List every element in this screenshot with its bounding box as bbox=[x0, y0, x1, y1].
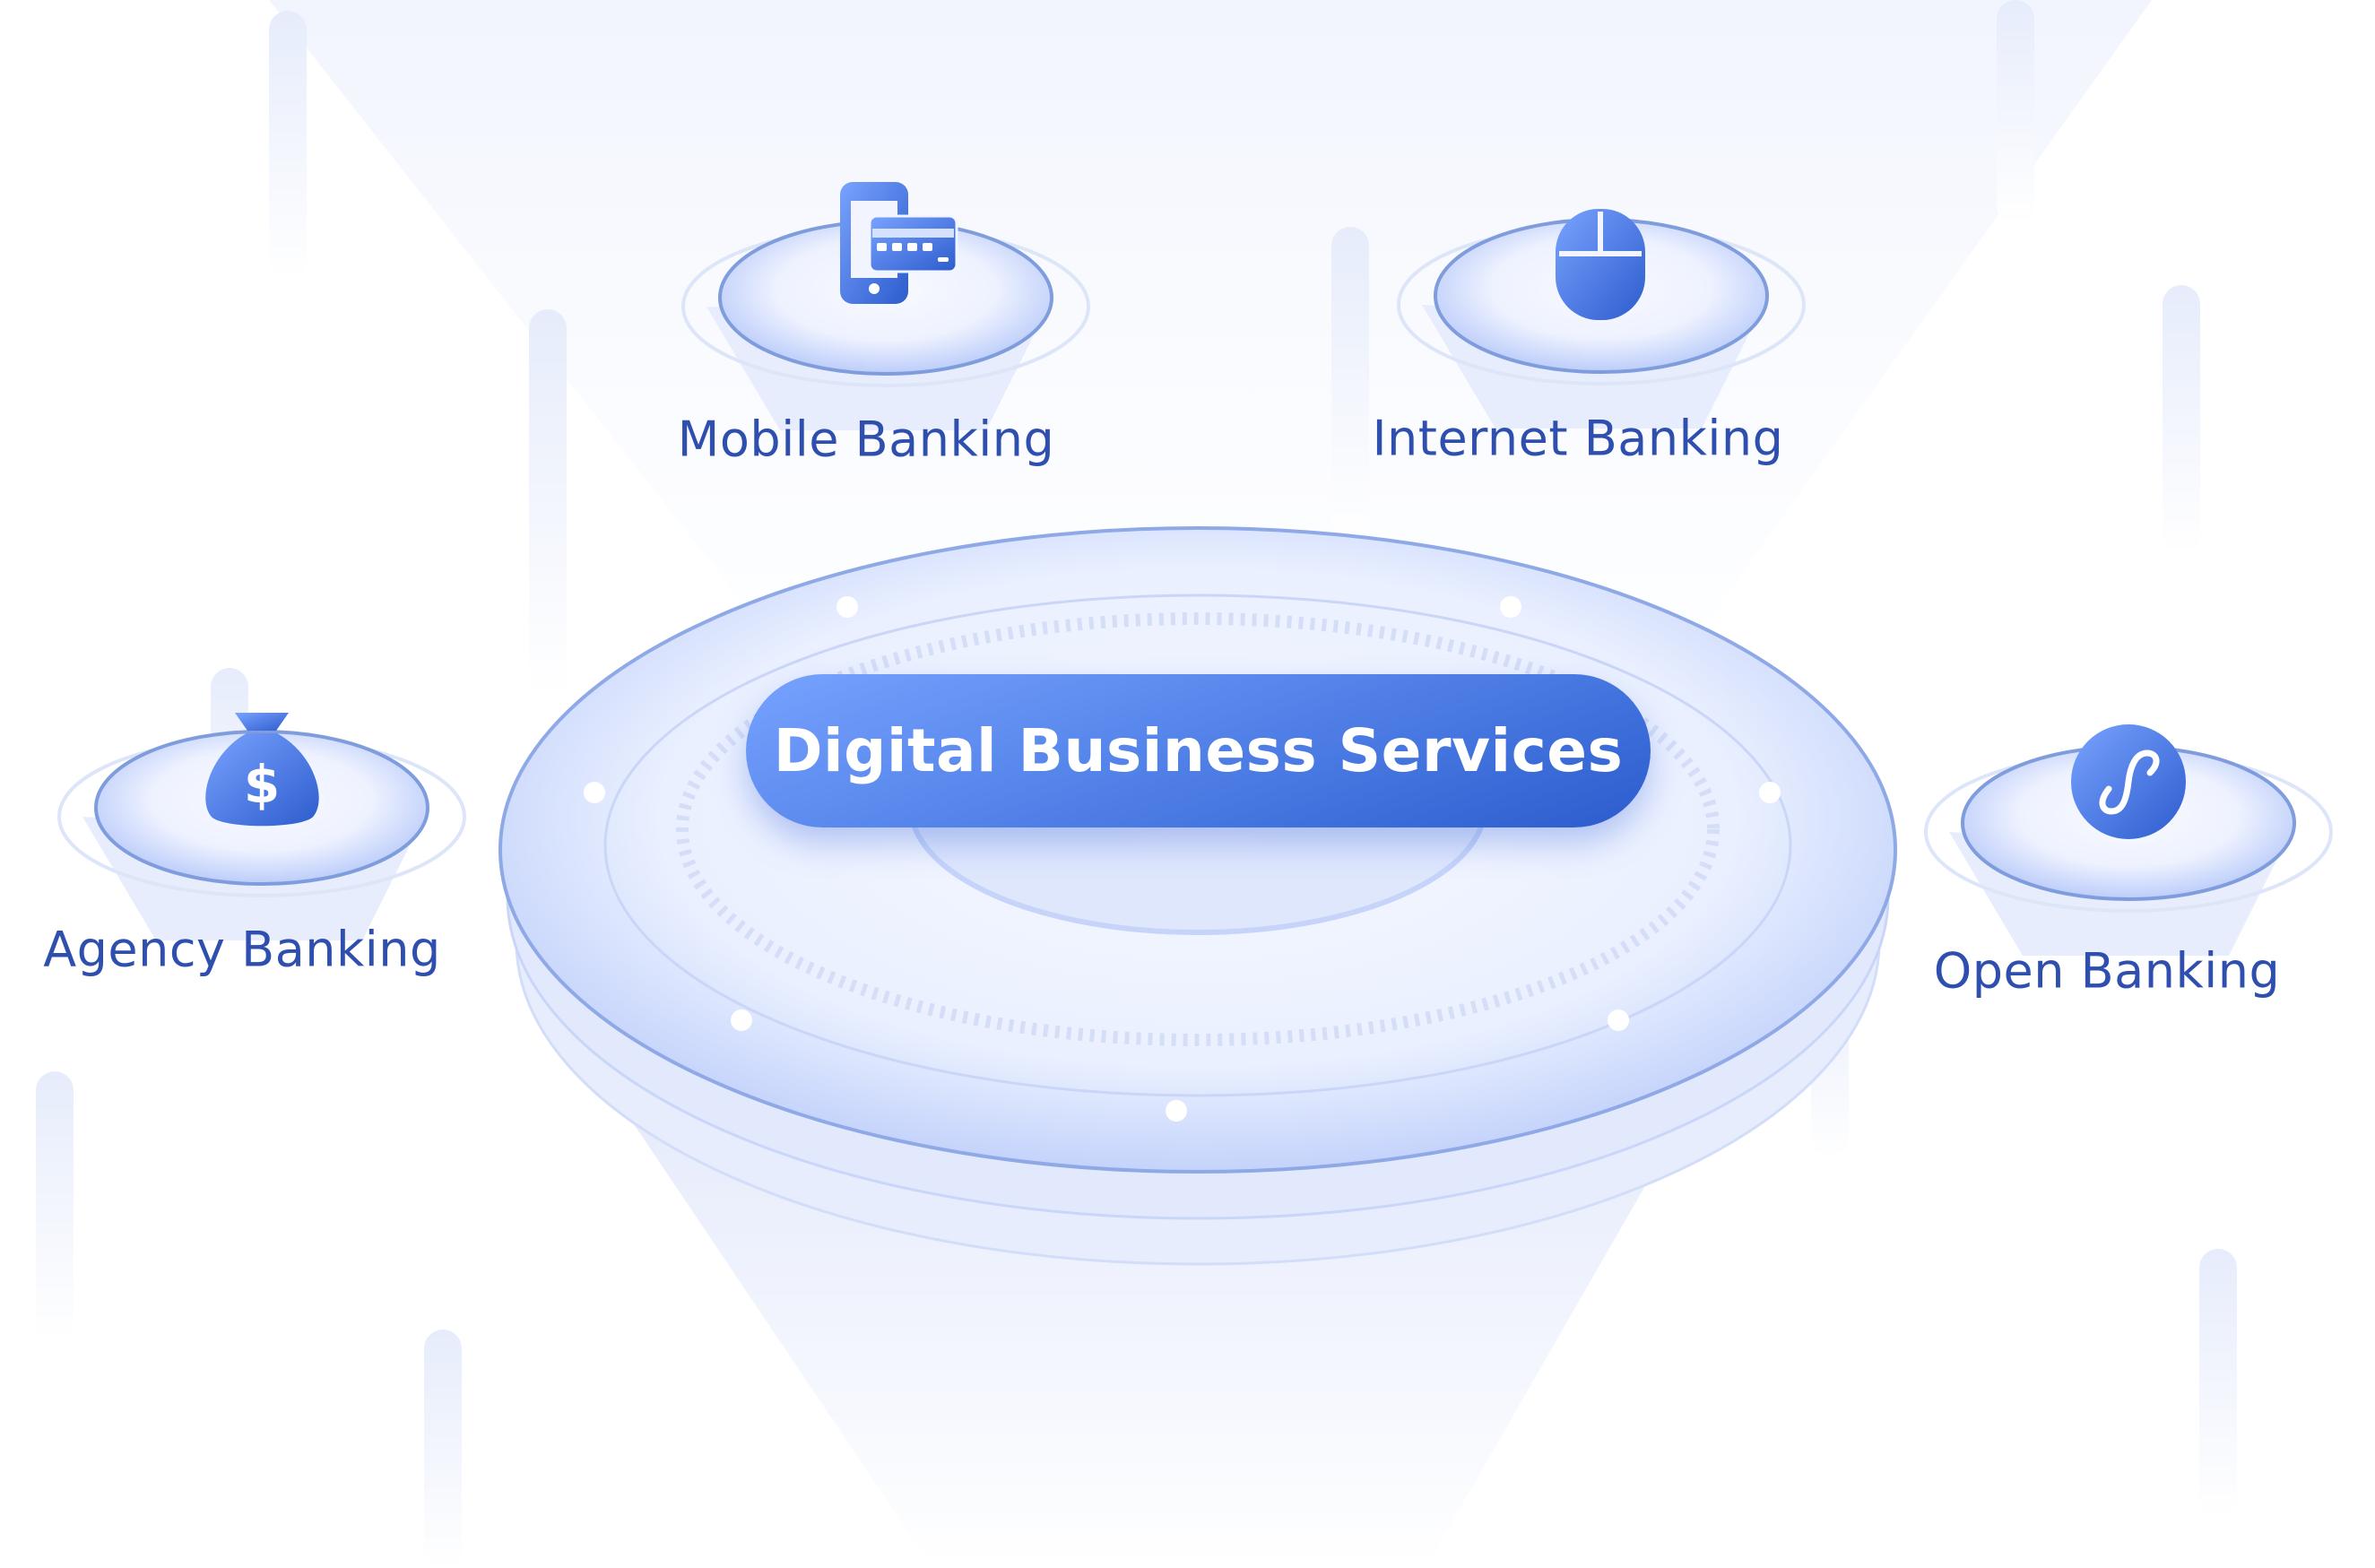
mobile-banking-label: Mobile Banking bbox=[677, 411, 1055, 468]
digital-business-services-badge: Digital Business Services bbox=[746, 674, 1651, 827]
money-bag-icon: $ bbox=[205, 713, 319, 827]
disk-dots bbox=[584, 596, 1781, 1122]
open-banking-label: Open Banking bbox=[1933, 942, 2281, 1000]
link-icon bbox=[2071, 724, 2186, 839]
svg-text:$: $ bbox=[244, 754, 280, 815]
agency-banking-label: Agency Banking bbox=[43, 921, 441, 978]
internet-banking-label: Internet Banking bbox=[1372, 410, 1784, 467]
platform-open bbox=[1924, 745, 2333, 956]
mouse-icon bbox=[1556, 209, 1645, 320]
center-title: Digital Business Services bbox=[773, 716, 1624, 785]
mobile-card-icon bbox=[840, 182, 958, 304]
